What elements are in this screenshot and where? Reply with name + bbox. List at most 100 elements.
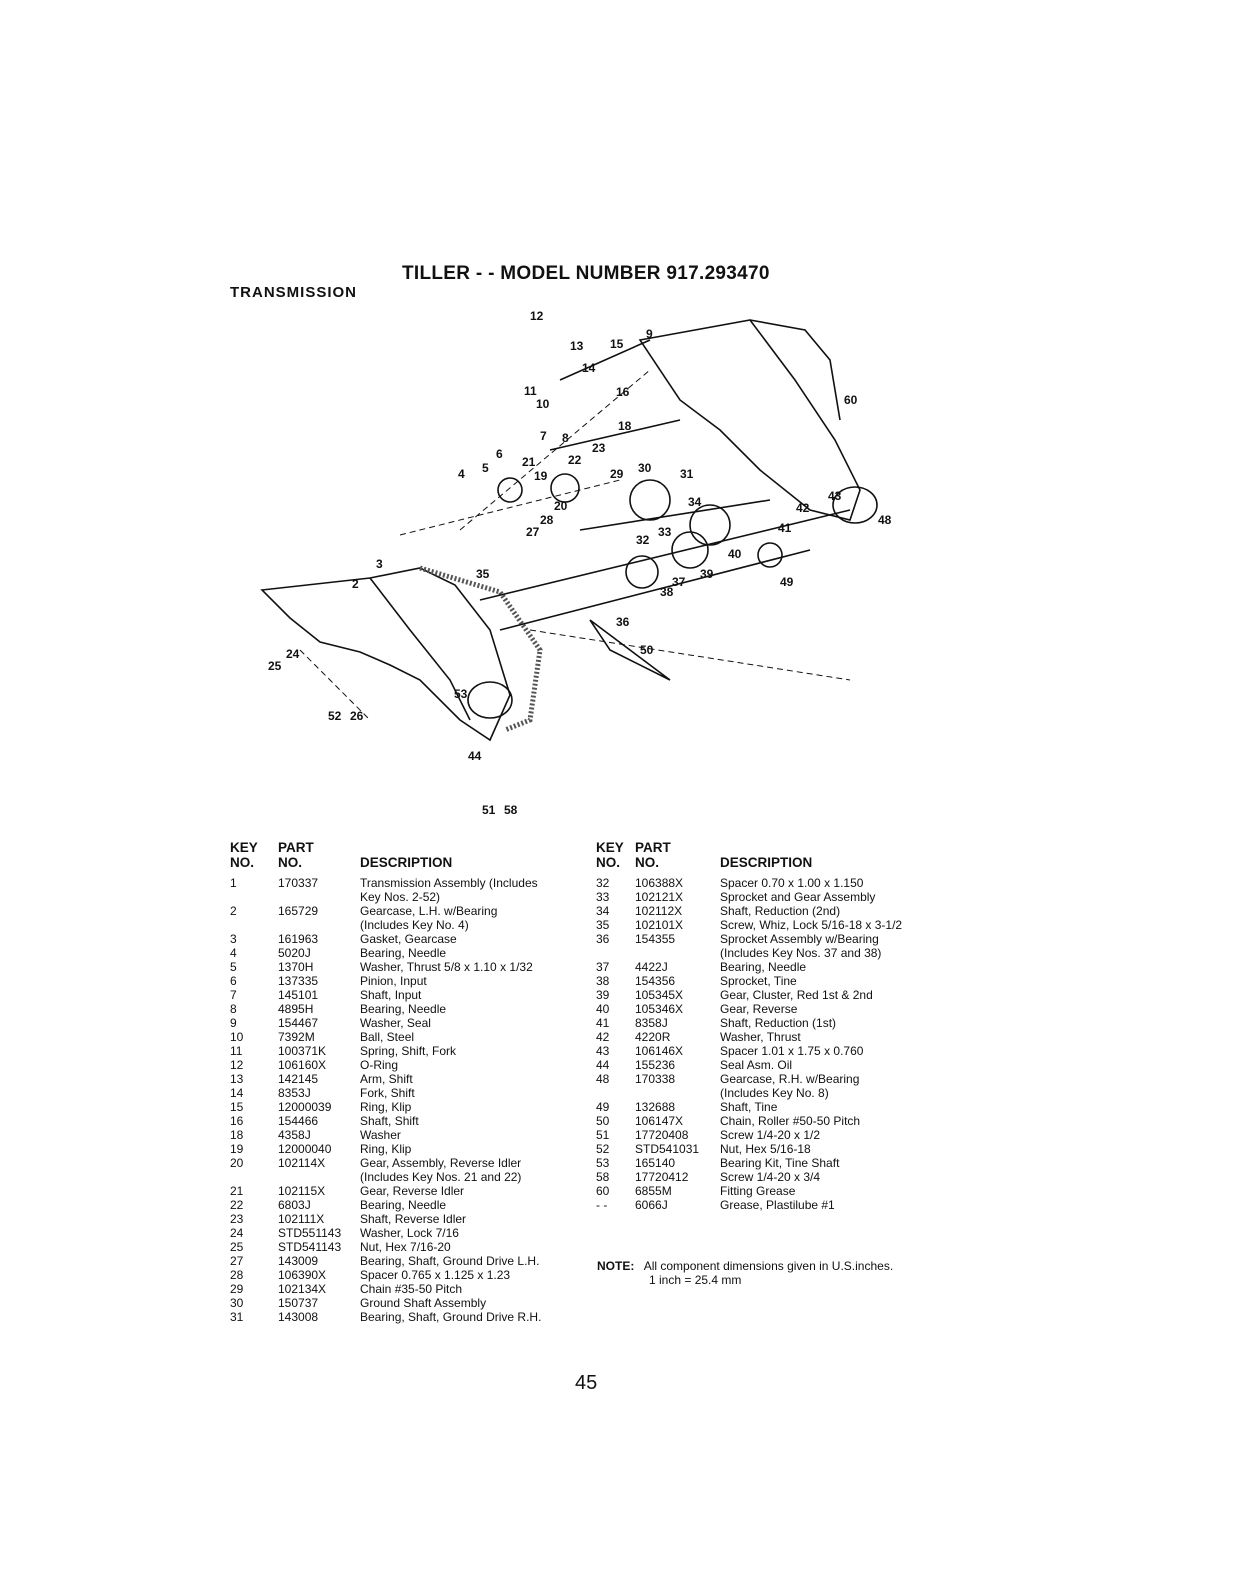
key-number: 33 [596, 890, 610, 904]
part-number: 8358J [635, 1016, 668, 1030]
part-number: 165140 [635, 1156, 676, 1170]
key-number: 22 [230, 1198, 244, 1212]
callout-label: 33 [658, 525, 672, 539]
part-description: Bearing, Needle [720, 960, 807, 974]
part-description: Transmission Assembly (Includes [360, 876, 538, 890]
callout-label: 27 [526, 525, 540, 539]
key-number: 19 [230, 1142, 244, 1156]
page-title: TILLER - - MODEL NUMBER 917.293470 [402, 263, 770, 284]
key-number: 37 [596, 960, 610, 974]
part-description: (Includes Key No. 4) [360, 918, 469, 932]
part-description: Pinion, Input [360, 974, 427, 988]
part-number: 150737 [278, 1296, 319, 1310]
part-number: 170337 [278, 876, 319, 890]
part-number: 100371K [278, 1044, 327, 1058]
callout-label: 12 [530, 309, 544, 323]
part-number: 4422J [635, 960, 668, 974]
page-number: 45 [575, 1372, 598, 1394]
callout-label: 26 [350, 709, 364, 723]
section-title: TRANSMISSION [230, 284, 358, 301]
key-number: 53 [596, 1156, 610, 1170]
callout-label: 23 [592, 441, 606, 455]
callout-label: 20 [554, 499, 568, 513]
key-number: 18 [230, 1128, 244, 1142]
part-description: Screw 1/4-20 x 3/4 [720, 1170, 821, 1184]
callout-label: 39 [700, 567, 714, 581]
part-number: 102111X [278, 1212, 325, 1226]
part-description: Gear, Reverse [720, 1002, 798, 1016]
part-description: Washer [360, 1128, 401, 1142]
part-description: Gear, Assembly, Reverse Idler [360, 1156, 522, 1170]
part-description: Sprocket Assembly w/Bearing [720, 932, 879, 946]
callout-label: 29 [610, 467, 624, 481]
key-number: 38 [596, 974, 610, 988]
callout-label: 25 [268, 659, 282, 673]
part-description: O-Ring [360, 1058, 399, 1072]
part-description: Shaft, Tine [720, 1100, 778, 1114]
callout-label: 21 [522, 455, 536, 469]
key-number: 1 [230, 876, 237, 890]
part-description: (Includes Key Nos. 37 and 38) [720, 946, 882, 960]
key-number: 15 [230, 1100, 244, 1114]
callout-label: 15 [610, 337, 624, 351]
key-number: 8 [230, 1002, 237, 1016]
key-number: 39 [596, 988, 610, 1002]
part-description: Bearing Kit, Tine Shaft [720, 1156, 840, 1170]
part-number: STD551143 [278, 1226, 342, 1240]
callout-label: 38 [660, 585, 674, 599]
part-number: 143009 [278, 1254, 319, 1268]
key-number: 24 [230, 1226, 244, 1240]
part-number: STD541031 [635, 1142, 700, 1156]
callout-label: 35 [476, 567, 490, 581]
callout-label: 24 [286, 647, 300, 661]
key-number: 29 [230, 1282, 244, 1296]
callout-label: 50 [640, 643, 654, 657]
part-description: (Includes Key No. 8) [720, 1086, 829, 1100]
part-number: 106388X [635, 876, 684, 890]
part-number: 105345X [635, 988, 684, 1002]
part-description: Shaft, Reduction (1st) [720, 1016, 837, 1030]
part-number: 145101 [278, 988, 319, 1002]
part-description: Ball, Steel [360, 1030, 415, 1044]
part-description: Spacer 0.70 x 1.00 x 1.150 [720, 876, 864, 890]
part-number: 17720412 [635, 1170, 689, 1184]
key-number: 60 [596, 1184, 610, 1198]
key-number: 16 [230, 1114, 244, 1128]
key-number: 31 [230, 1310, 244, 1324]
description-header: DESCRIPTION [360, 855, 453, 870]
part-description: Gearcase, R.H. w/Bearing [720, 1072, 860, 1086]
callout-label: 37 [672, 575, 686, 589]
part-description: Nut, Hex 5/16-18 [720, 1142, 811, 1156]
key-number: 10 [230, 1030, 244, 1044]
callout-label: 19 [534, 469, 548, 483]
part-description: Washer, Thrust [720, 1030, 801, 1044]
callout-label: 41 [778, 521, 792, 535]
callout-label: 30 [638, 461, 652, 475]
part-number: 142145 [278, 1072, 319, 1086]
key-number: 41 [596, 1016, 610, 1030]
key-number: 5 [230, 960, 237, 974]
callout-label: 18 [618, 419, 632, 433]
description-header: DESCRIPTION [720, 855, 813, 870]
part-number: 155236 [635, 1058, 676, 1072]
key-number: 9 [230, 1016, 237, 1030]
key-number: 11 [230, 1044, 243, 1058]
key-number: 20 [230, 1156, 244, 1170]
key-number: 42 [596, 1030, 610, 1044]
part-number: 161963 [278, 932, 319, 946]
key-number: 4 [230, 946, 237, 960]
part-number: 12000040 [278, 1142, 332, 1156]
key-number: 25 [230, 1240, 244, 1254]
part-number: 6066J [635, 1198, 668, 1212]
part-number: 1370H [278, 960, 314, 974]
part-number: 105346X [635, 1002, 684, 1016]
part-number: 154466 [278, 1114, 319, 1128]
part-description: Shaft, Reduction (2nd) [720, 904, 841, 918]
part-description: Shaft, Shift [360, 1114, 419, 1128]
callout-label: 22 [568, 453, 582, 467]
callout-label: 7 [540, 429, 547, 443]
callout-label: 40 [728, 547, 742, 561]
key-number: 40 [596, 1002, 610, 1016]
part-number: 102114X [278, 1156, 326, 1170]
part-number: 154467 [278, 1016, 319, 1030]
